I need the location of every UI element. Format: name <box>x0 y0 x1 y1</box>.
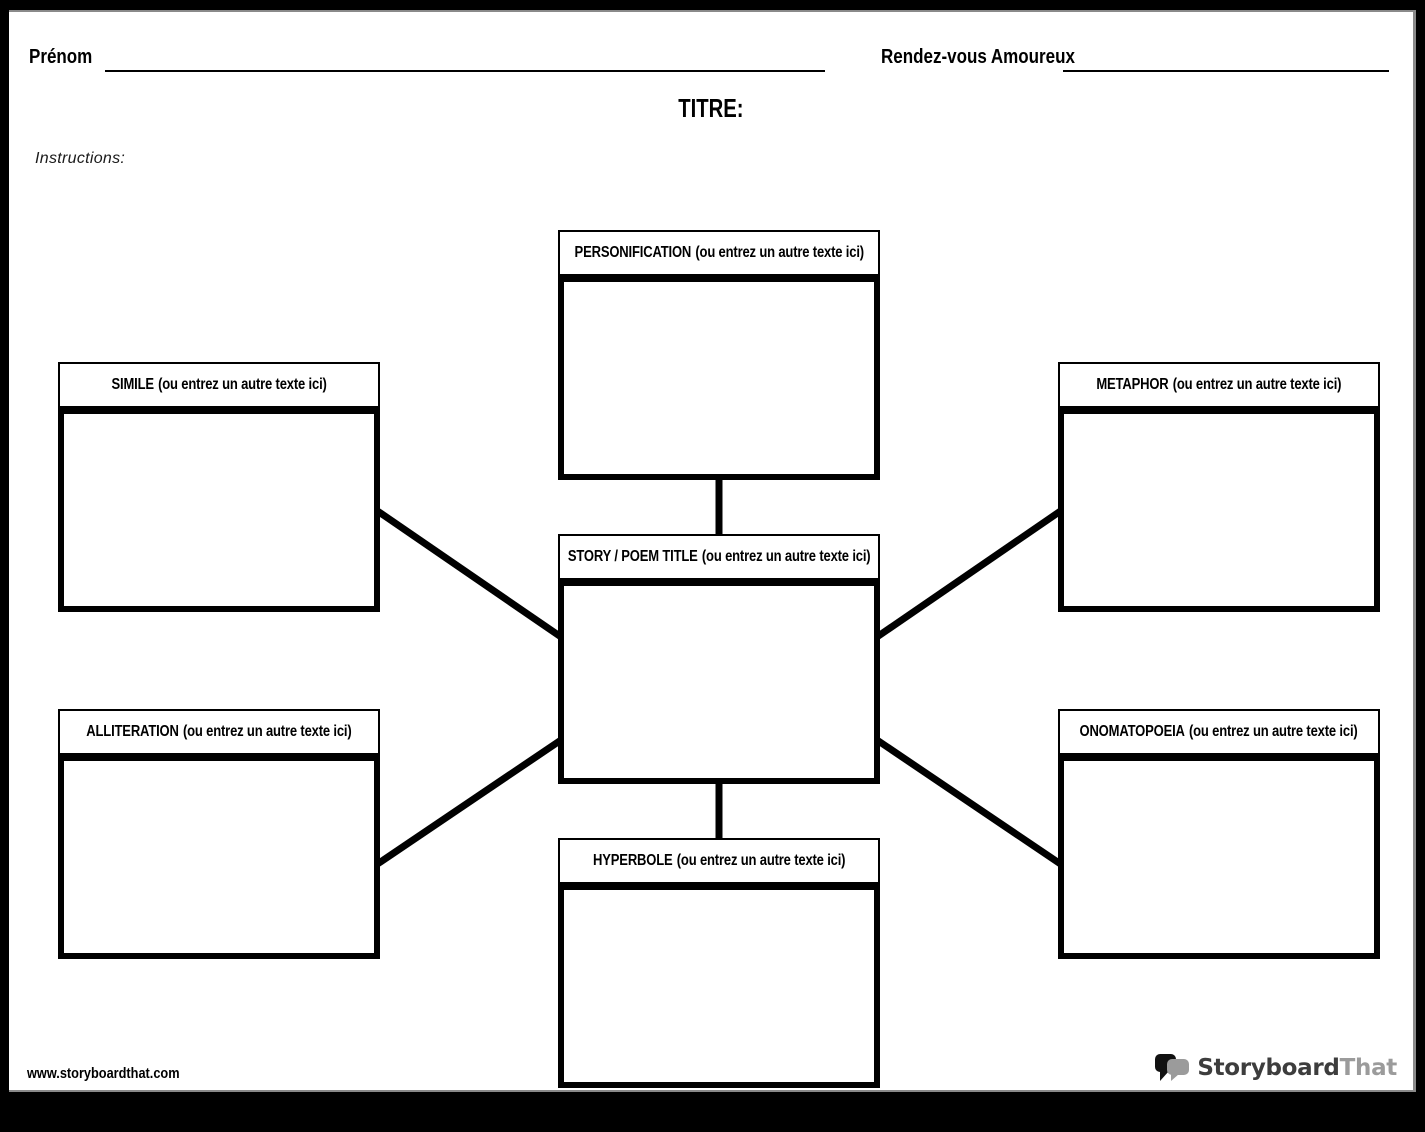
node-subtitle-text: (ou entrez un autre texte ici) <box>1189 723 1359 740</box>
node-title-text: ALLITERATION <box>86 723 179 740</box>
name-label-text: Prénom <box>29 46 93 68</box>
connector-alliteration <box>374 735 566 868</box>
name-label: Prénom <box>29 46 103 69</box>
node-story-poem-titlebar[interactable]: STORY / POEM TITLE(ou entrez un autre te… <box>558 534 880 580</box>
instructions-label: Instructions: <box>35 150 125 168</box>
node-simile-textarea[interactable] <box>58 408 380 612</box>
node-metaphor-title: METAPHOR(ou entrez un autre texte ici) <box>1097 376 1342 394</box>
node-title-text: HYPERBOLE <box>592 852 673 869</box>
node-personification: PERSONIFICATION(ou entrez un autre texte… <box>558 230 880 480</box>
node-story-poem-title-label: STORY / POEM TITLE(ou entrez un autre te… <box>568 548 871 566</box>
node-subtitle-text: (ou entrez un autre texte ici) <box>701 548 871 565</box>
node-personification-titlebar[interactable]: PERSONIFICATION(ou entrez un autre texte… <box>558 230 880 276</box>
node-metaphor-textarea[interactable] <box>1058 408 1380 612</box>
node-title-text: PERSONIFICATION <box>574 244 691 261</box>
assignment-input-line[interactable] <box>1063 70 1389 72</box>
assignment-label-text: Rendez-vous Amoureux <box>881 46 1075 68</box>
node-alliteration-titlebar[interactable]: ALLITERATION(ou entrez un autre texte ic… <box>58 709 380 755</box>
storyboardthat-logo: StoryboardThat <box>1154 1052 1397 1084</box>
connector-onomatopoeia <box>872 735 1064 868</box>
connector-metaphor <box>872 507 1064 642</box>
node-metaphor-titlebar[interactable]: METAPHOR(ou entrez un autre texte ici) <box>1058 362 1380 408</box>
node-alliteration-title: ALLITERATION(ou entrez un autre texte ic… <box>86 723 351 741</box>
title-heading-text: TITRE: <box>678 93 744 123</box>
node-subtitle-text: (ou entrez un autre texte ici) <box>676 852 846 869</box>
assignment-label: Rendez-vous Amoureux <box>881 46 1109 69</box>
logo-text-primary: Storyboard <box>1197 1055 1340 1081</box>
node-story-poem-title: STORY / POEM TITLE(ou entrez un autre te… <box>558 534 880 784</box>
node-subtitle-text: (ou entrez un autre texte ici) <box>1172 376 1342 393</box>
node-personification-textarea[interactable] <box>558 276 880 480</box>
node-subtitle-text: (ou entrez un autre texte ici) <box>158 376 327 393</box>
node-hyperbole-textarea[interactable] <box>558 884 880 1088</box>
website-url: www.storyboardthat.com <box>27 1065 206 1082</box>
instructions-label-text: Instructions: <box>35 150 126 167</box>
worksheet-sheet: Prénom Rendez-vous Amoureux TITRE: Instr… <box>9 12 1413 1090</box>
speech-bubbles-icon <box>1155 1054 1190 1081</box>
node-title-text: STORY / POEM TITLE <box>567 548 698 565</box>
node-subtitle-text: (ou entrez un autre texte ici) <box>695 244 864 261</box>
connector-simile <box>374 507 566 642</box>
node-alliteration: ALLITERATION(ou entrez un autre texte ic… <box>58 709 380 959</box>
node-simile: SIMILE(ou entrez un autre texte ici) <box>58 362 380 612</box>
node-hyperbole-titlebar[interactable]: HYPERBOLE(ou entrez un autre texte ici) <box>558 838 880 884</box>
website-url-text: www.storyboardthat.com <box>27 1065 180 1082</box>
logo-text: StoryboardThat <box>1197 1055 1397 1081</box>
node-hyperbole: HYPERBOLE(ou entrez un autre texte ici) <box>558 838 880 1088</box>
node-simile-title: SIMILE(ou entrez un autre texte ici) <box>111 376 326 394</box>
node-alliteration-textarea[interactable] <box>58 755 380 959</box>
node-hyperbole-title: HYPERBOLE(ou entrez un autre texte ici) <box>593 852 845 870</box>
node-onomatopoeia-textarea[interactable] <box>1058 755 1380 959</box>
node-subtitle-text: (ou entrez un autre texte ici) <box>183 723 352 740</box>
name-input-line[interactable] <box>105 70 825 72</box>
connector-lines <box>374 474 1064 868</box>
node-simile-titlebar[interactable]: SIMILE(ou entrez un autre texte ici) <box>58 362 380 408</box>
logo-text-secondary: That <box>1339 1055 1398 1081</box>
node-onomatopoeia-titlebar[interactable]: ONOMATOPOEIA(ou entrez un autre texte ic… <box>1058 709 1380 755</box>
node-onomatopoeia-title: ONOMATOPOEIA(ou entrez un autre texte ic… <box>1080 723 1358 741</box>
node-title-text: ONOMATOPOEIA <box>1079 723 1186 740</box>
node-title-text: METAPHOR <box>1096 376 1169 393</box>
title-heading: TITRE: <box>9 93 1413 124</box>
worksheet-page: Prénom Rendez-vous Amoureux TITRE: Instr… <box>9 10 1416 1092</box>
node-story-poem-textarea[interactable] <box>558 580 880 784</box>
node-metaphor: METAPHOR(ou entrez un autre texte ici) <box>1058 362 1380 612</box>
node-title-text: SIMILE <box>111 376 154 393</box>
node-onomatopoeia: ONOMATOPOEIA(ou entrez un autre texte ic… <box>1058 709 1380 959</box>
node-personification-title: PERSONIFICATION(ou entrez un autre texte… <box>574 244 864 262</box>
